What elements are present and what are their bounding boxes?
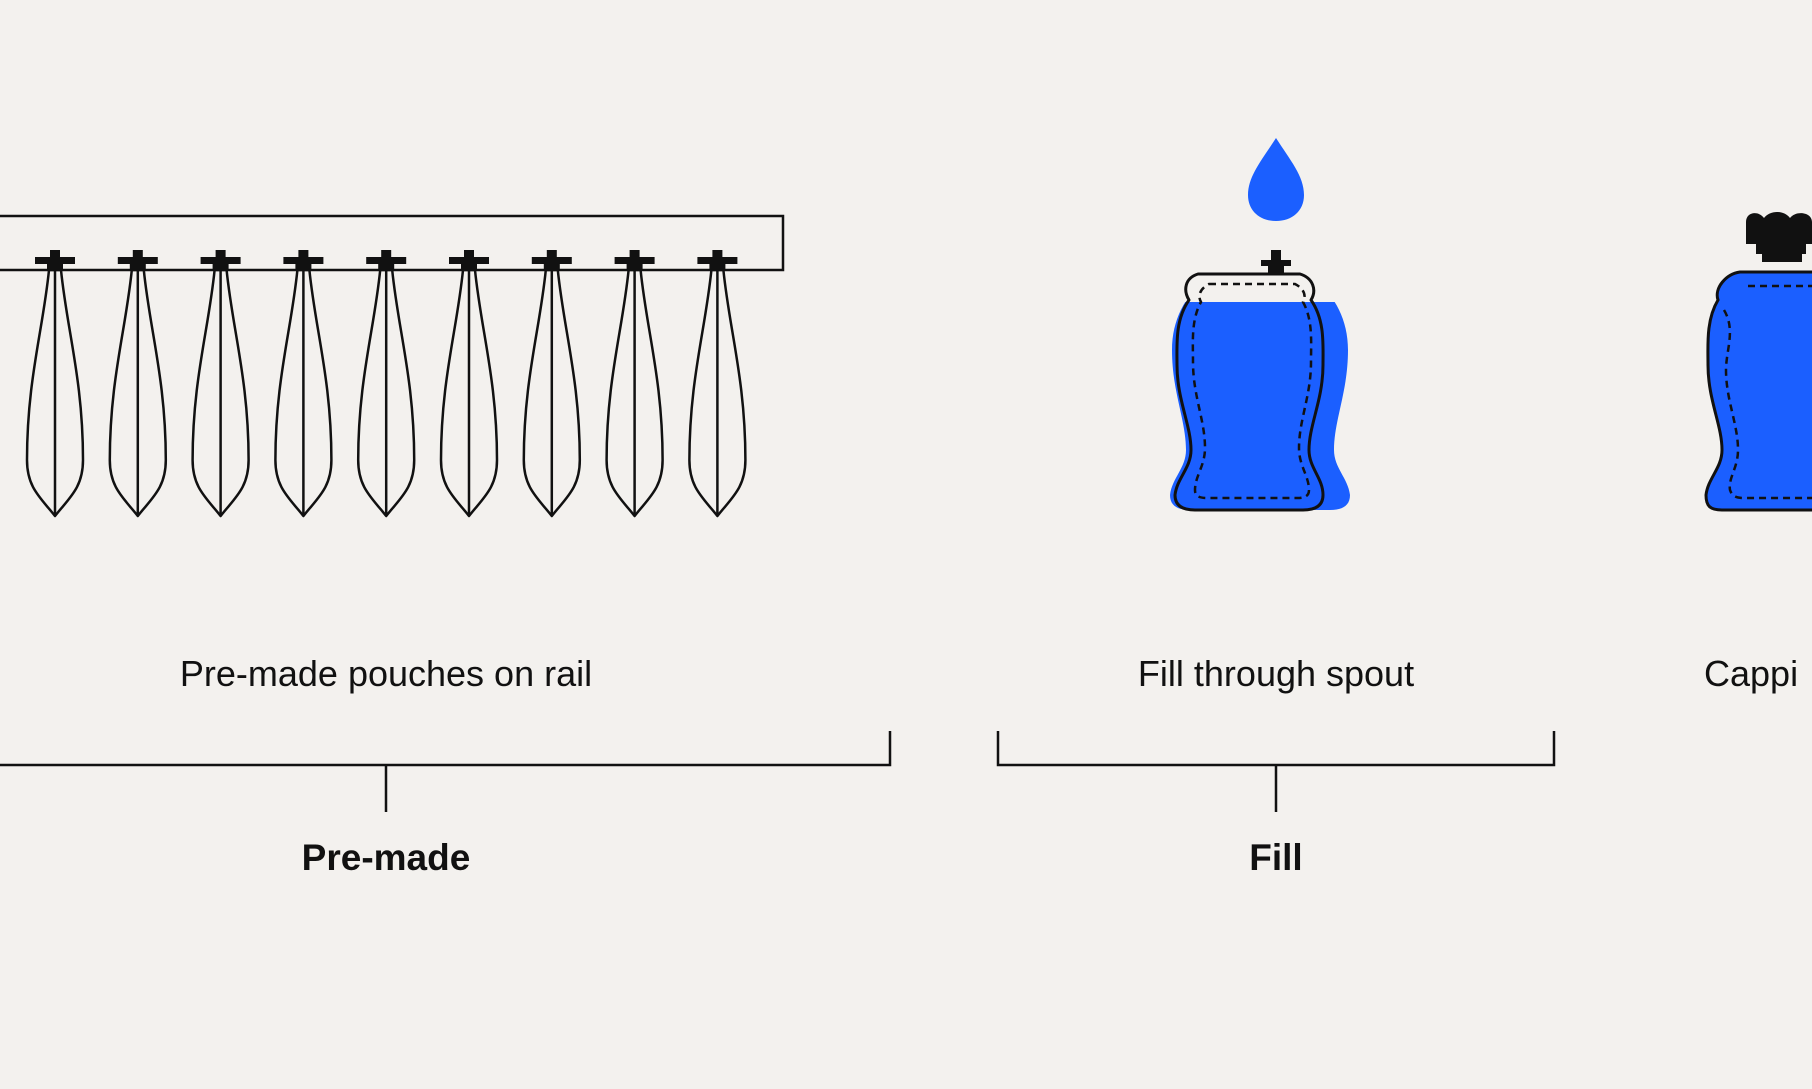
bracket-fill (996, 731, 1556, 812)
empty-pouch-icon (25, 250, 85, 518)
empty-pouch-icon (439, 250, 499, 518)
empty-pouch-icon (108, 250, 168, 518)
group-label-premade: Pre-made (302, 837, 471, 878)
pouch-rail (0, 214, 785, 518)
empty-pouch-icon (688, 250, 747, 518)
step-caption-fill: Fill through spout (1138, 653, 1414, 694)
empty-pouch-icon (605, 250, 664, 518)
capping-illustration (1704, 212, 1812, 512)
step-caption-capping: Cappi (1704, 653, 1798, 694)
step-caption-premade: Pre-made pouches on rail (180, 653, 592, 694)
cap-icon (1746, 212, 1812, 262)
pouch-row (25, 250, 747, 518)
empty-pouch-icon (356, 250, 416, 518)
empty-pouch-icon (274, 250, 333, 518)
fill-illustration (1170, 138, 1350, 512)
liquid-drop-icon (1248, 138, 1304, 221)
empty-pouch-icon (191, 250, 250, 518)
spout-icon (1261, 250, 1291, 274)
filled-pouch-icon (1170, 272, 1350, 512)
bracket-premade (0, 731, 892, 812)
empty-pouch-icon (522, 250, 582, 518)
capped-pouch-icon (1704, 270, 1812, 512)
group-label-fill: Fill (1249, 837, 1302, 878)
